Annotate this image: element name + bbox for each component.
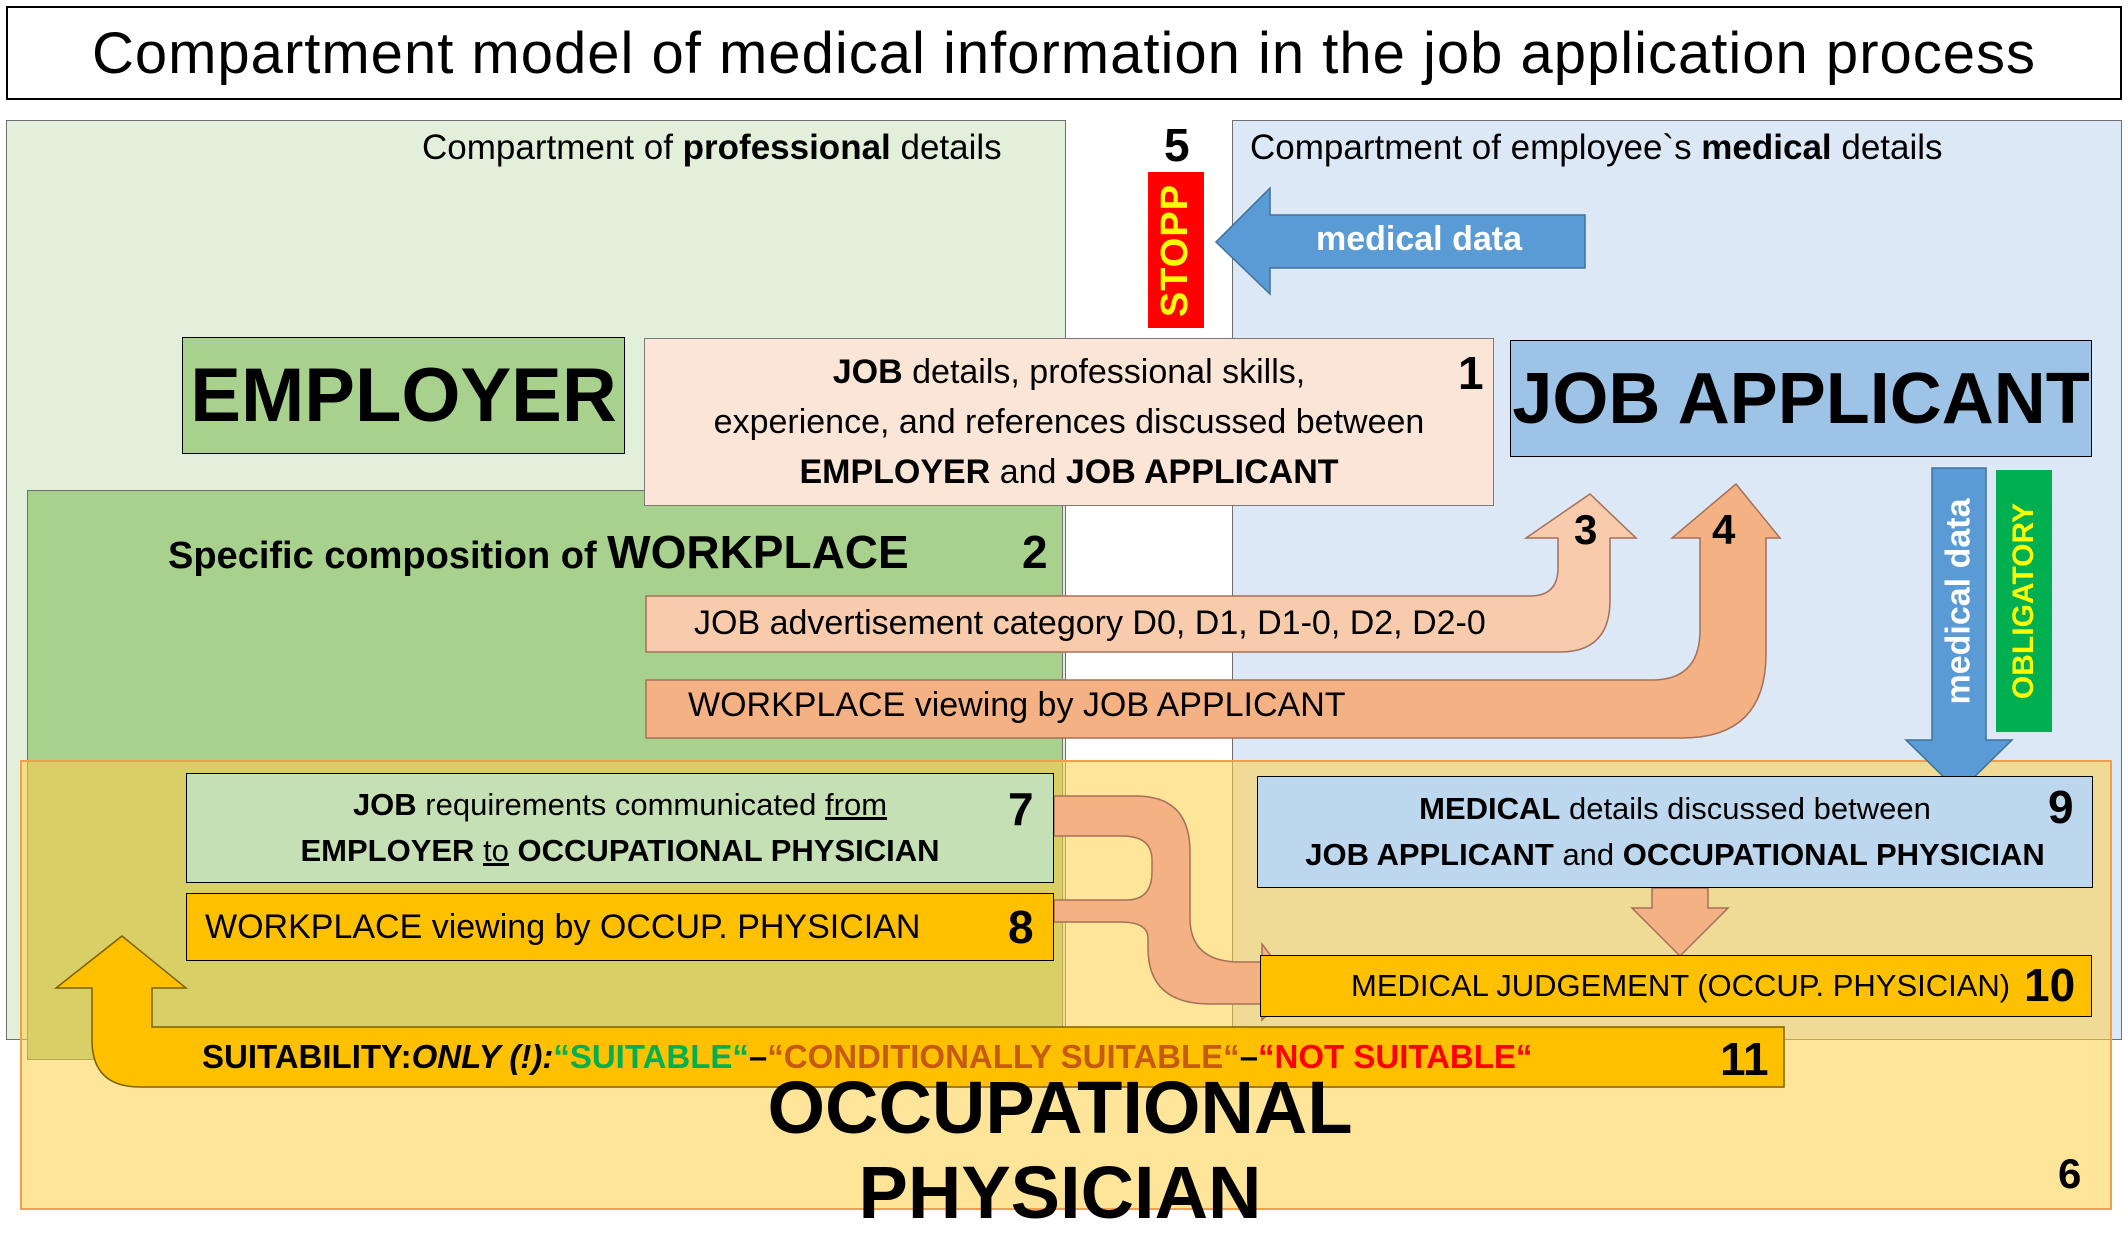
medical-data-arrow-side bbox=[1904, 467, 2014, 794]
job-applicant-box: JOB APPLICANT bbox=[1510, 340, 2092, 457]
job-requirements-box: JOB requirements communicated from EMPLO… bbox=[186, 773, 1054, 883]
step-number-3: 3 bbox=[1574, 506, 1598, 553]
step-number-5: 5 bbox=[1164, 119, 1190, 171]
job-requirements-line-1: JOB requirements communicated from bbox=[352, 787, 888, 822]
medical-data-top-label: medical data bbox=[1316, 220, 1522, 258]
step-number-6: 6 bbox=[2058, 1150, 2082, 1197]
arrow-4 bbox=[645, 482, 1782, 739]
arrow-3-label: JOB advertisement category D0, D1, D1-0,… bbox=[694, 604, 1486, 642]
medical-judgement-box: MEDICAL JUDGEMENT (OCCUP. PHYSICIAN) bbox=[1260, 955, 2092, 1017]
medical-compartment-label: Compartment of employee`s medical detail… bbox=[1250, 128, 1943, 167]
job-details-line-2: experience, and references discussed bet… bbox=[713, 403, 1425, 441]
obligatory-label: OBLIGATORY bbox=[2007, 502, 2040, 700]
job-requirements-line-2: EMPLOYER to OCCUPATIONAL PHYSICIAN bbox=[300, 833, 940, 868]
professional-compartment-label: Compartment of professional details bbox=[422, 128, 1002, 167]
workplace-viewing-physician-box: WORKPLACE viewing by OCCUP. PHYSICIAN bbox=[186, 893, 1054, 961]
job-details-box: JOB details, professional skills, experi… bbox=[644, 338, 1494, 506]
arrow-7-8-curve bbox=[1053, 795, 1295, 1022]
step-number-10: 10 bbox=[2024, 959, 2076, 1011]
step-number-11: 11 bbox=[1720, 1033, 1769, 1085]
step-number-4: 4 bbox=[1712, 506, 1736, 553]
medical-details-line-1: MEDICAL details discussed between bbox=[1419, 791, 1931, 826]
arrow-9-to-10 bbox=[1630, 887, 1730, 958]
suitability-text: SUITABILITY: ONLY (!): “SUITABLE“ – “CON… bbox=[202, 1038, 1533, 1075]
medical-details-box: MEDICAL details discussed between JOB AP… bbox=[1257, 776, 2093, 888]
arrow-11 bbox=[53, 935, 1785, 1088]
employer-box: EMPLOYER bbox=[182, 337, 625, 454]
step-number-2: 2 bbox=[1022, 526, 1048, 578]
stopp-label: STOPP bbox=[1154, 183, 1197, 317]
medical-data-side-wrap: medical data bbox=[1932, 470, 1986, 732]
stopp-sign: STOPP bbox=[1148, 172, 1204, 328]
diagram-title: Compartment model of medical information… bbox=[6, 6, 2122, 100]
obligatory-badge: OBLIGATORY bbox=[1996, 470, 2052, 732]
medical-data-side-label: medical data bbox=[1939, 498, 1978, 704]
occupational-physician-label: OCCUPATIONAL PHYSICIAN bbox=[767, 1066, 1353, 1234]
medical-details-line-2: JOB APPLICANT and OCCUPATIONAL PHYSICIAN bbox=[1305, 837, 2045, 872]
step-number-7: 7 bbox=[1008, 783, 1034, 835]
medical-data-arrow-top bbox=[1214, 186, 1586, 296]
step-number-9: 9 bbox=[2048, 781, 2074, 833]
workplace-label: Specific composition of WORKPLACE bbox=[168, 526, 909, 578]
arrow-4-label: WORKPLACE viewing by JOB APPLICANT bbox=[688, 686, 1346, 724]
arrow-3 bbox=[645, 493, 1638, 653]
job-details-line-3: EMPLOYER and JOB APPLICANT bbox=[799, 453, 1339, 491]
step-number-8: 8 bbox=[1008, 901, 1034, 953]
step-number-1: 1 bbox=[1458, 347, 1484, 399]
job-details-line-1: JOB details, professional skills, bbox=[832, 353, 1306, 391]
